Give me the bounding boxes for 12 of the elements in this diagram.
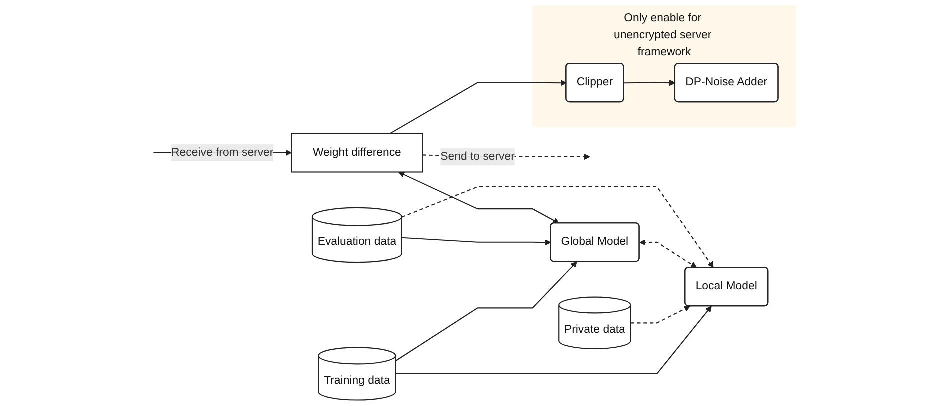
arrow bbox=[402, 237, 552, 246]
arrow bbox=[624, 80, 676, 86]
arrow bbox=[390, 80, 567, 134]
arrow bbox=[395, 262, 578, 362]
node-box: Weight difference bbox=[291, 133, 424, 173]
arrow bbox=[630, 306, 691, 324]
arrow bbox=[398, 172, 560, 224]
arrow bbox=[396, 306, 712, 374]
edge-label: Receive from server bbox=[172, 146, 274, 159]
arrow bbox=[402, 186, 714, 268]
arrow bbox=[640, 239, 698, 268]
edge-label: Send to server bbox=[440, 150, 516, 163]
